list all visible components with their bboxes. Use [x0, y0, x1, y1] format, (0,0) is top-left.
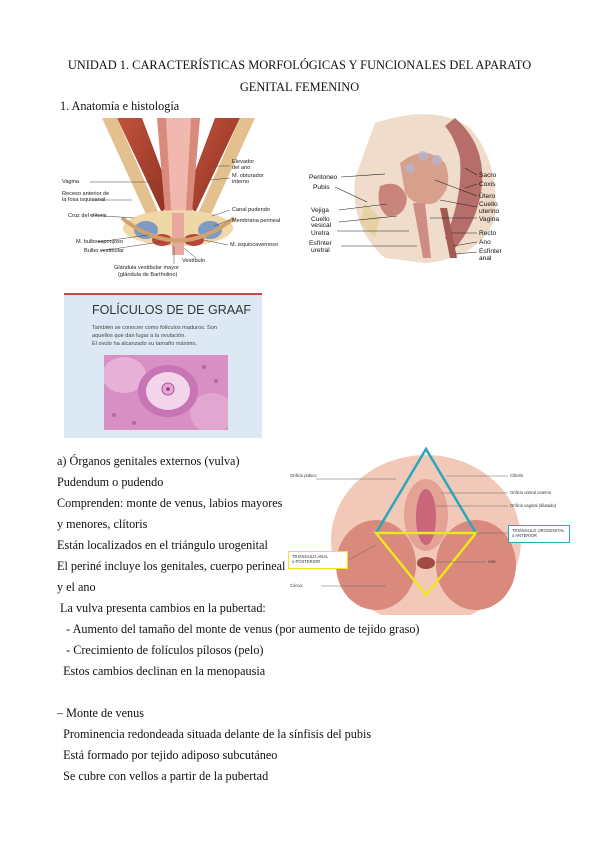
- box-triangulo-anal: TRIÁNGULO ANAL o POSTERIOR: [288, 551, 348, 569]
- label-bulbo-vestibular: Bulbo vestibular: [84, 248, 124, 254]
- perineum-coronal-figure: Vagina Receso anterior de la fosa isquio…: [62, 118, 294, 280]
- box-anal-line-2: o POSTERIOR: [292, 559, 321, 564]
- body-line-4: Están localizados en el triángulo urogen…: [57, 538, 268, 552]
- slide-text-line-1: También se conocen como folículos maduro…: [92, 325, 217, 331]
- document-title-line1: UNIDAD 1. CARACTERÍSTICAS MORFOLÓGICAS Y…: [67, 58, 532, 72]
- label-esfinter-anal-2: anal: [479, 255, 492, 262]
- label-vagina: Vagina: [62, 179, 80, 185]
- label-membrana-perineal: Membrana perineal: [232, 218, 281, 224]
- body-line-5: El periné incluye los genitales, cuerpo …: [57, 559, 286, 573]
- label-elevador-1: Elevador: [232, 159, 255, 165]
- box-anal-line-1: TRIÁNGULO ANAL: [292, 554, 329, 559]
- label-esfinter-anal-1: Esfínter: [479, 248, 502, 255]
- label-ano-vulva: Ano: [488, 559, 496, 564]
- label-recto: Recto: [479, 230, 497, 237]
- pelvis-sagittal-figure: Peritoneo Pubis Vejiga Cuello vesical Ur…: [305, 108, 537, 268]
- monte-line-2: Está formado por tejido adiposo subcután…: [57, 748, 278, 762]
- label-elevador-2: del ano: [232, 165, 251, 171]
- section-heading: 1. Anatomía e histología: [60, 99, 180, 113]
- label-obturador-2: interno: [232, 179, 250, 185]
- slide-text-line-2: aquellos que dan lugar a la ovulación.: [92, 333, 186, 339]
- vulva-illustration: [316, 446, 521, 615]
- label-vestibulo: Vestíbulo: [182, 258, 206, 264]
- body-line-8: - Aumento del tamaño del monte de venus …: [57, 622, 420, 636]
- label-orificio-vaginal: Orificio vaginal (dilatado): [510, 503, 557, 508]
- label-sacro: Sacro: [479, 172, 497, 179]
- body-line-10: Estos cambios declinan en la menopausia: [57, 664, 266, 678]
- follicle-micrograph: [104, 355, 228, 430]
- label-glandula-1: Glándula vestibular mayor: [114, 265, 179, 271]
- body-line-9: - Crecimiento de folículos pílosos (pelo…: [57, 643, 264, 657]
- graaf-follicle-slide: FOLÍCULOS DE DE GRAAF También se conocen…: [64, 293, 262, 438]
- label-orificio-uretral: Orificio uretral externo: [510, 490, 552, 495]
- label-canal-pudendo: Canal pudendo: [232, 207, 270, 213]
- label-vagina-sagital: Vagina: [479, 216, 500, 223]
- label-cuello-uterino-1: Cuello: [479, 201, 498, 208]
- monte-line-1: Prominencia redondeada situada delante d…: [57, 727, 372, 741]
- label-cruz-clitoris: Cruz del clítoris: [68, 213, 107, 219]
- pelvis-illustration: [334, 114, 496, 263]
- label-peritoneo: Peritoneo: [309, 174, 338, 181]
- body-line-1: Pudendum o pudendo: [57, 475, 164, 489]
- label-utero: Útero: [479, 193, 496, 200]
- label-esfinter-uretral-2: uretral: [311, 247, 330, 254]
- vulva-triangles-figure: Orificio púbico Clítoris Orificio uretra…: [286, 445, 584, 615]
- label-ano-sagital: Ano: [479, 239, 491, 246]
- label-vejiga: Vejiga: [311, 207, 329, 214]
- label-cuello-uterino-2: uterino: [479, 208, 500, 215]
- monte-line-3: Se cubre con vellos a partir de la puber…: [57, 769, 269, 783]
- slide-text-line-3: El ovulo ha alcanzado su tamaño máximo.: [92, 341, 198, 347]
- body-line-7: La vulva presenta cambios en la pubertad…: [57, 601, 266, 615]
- label-cuello-vesical-1: Cuello: [311, 216, 330, 223]
- box-triangulo-urogenital: TRIÁNGULO UROGENITAL o ANTERIOR: [508, 525, 570, 543]
- label-clitoris: Clítoris: [510, 473, 524, 478]
- label-orificio-pubico: Orificio púbico: [290, 473, 317, 478]
- label-receso-1: Receso anterior de: [62, 191, 110, 197]
- label-glandula-2: (glándula de Bartholino): [118, 272, 178, 278]
- subheading-monte-venus: – Monte de venus: [57, 706, 144, 720]
- label-uretra: Uretra: [311, 230, 330, 237]
- document-title-line2: GENITAL FEMENINO: [239, 80, 360, 94]
- body-line-6: y el ano: [57, 580, 96, 594]
- label-coxis: Coxis: [479, 181, 496, 188]
- subheading-organos-externos: a) Órganos genitales externos (vulva): [57, 454, 240, 468]
- slide-top-rule: [64, 293, 262, 295]
- label-receso-2: la fosa isquioanal: [62, 197, 106, 203]
- slide-title: FOLÍCULOS DE DE GRAAF: [92, 303, 252, 317]
- box-urogenital-line-2: o ANTERIOR: [512, 533, 537, 538]
- box-urogenital-line-1: TRIÁNGULO UROGENITAL: [512, 528, 565, 533]
- label-coccix: Cóccix: [290, 583, 303, 588]
- label-bulboesponjoso: M. bulboesponjoso: [76, 239, 123, 245]
- label-esfinter-uretral-1: Esfínter: [309, 240, 332, 247]
- label-obturador-1: M. obturador: [232, 173, 264, 179]
- label-isquiocavernoso: M. isquiocavernoso: [230, 242, 279, 248]
- label-pubis: Pubis: [313, 184, 330, 191]
- perineum-illustration: [89, 118, 255, 264]
- label-cuello-vesical-2: vesical: [311, 222, 332, 229]
- body-line-3: y menores, clítoris: [57, 517, 148, 531]
- body-line-2: Comprenden: monte de venus, labios mayor…: [57, 496, 283, 510]
